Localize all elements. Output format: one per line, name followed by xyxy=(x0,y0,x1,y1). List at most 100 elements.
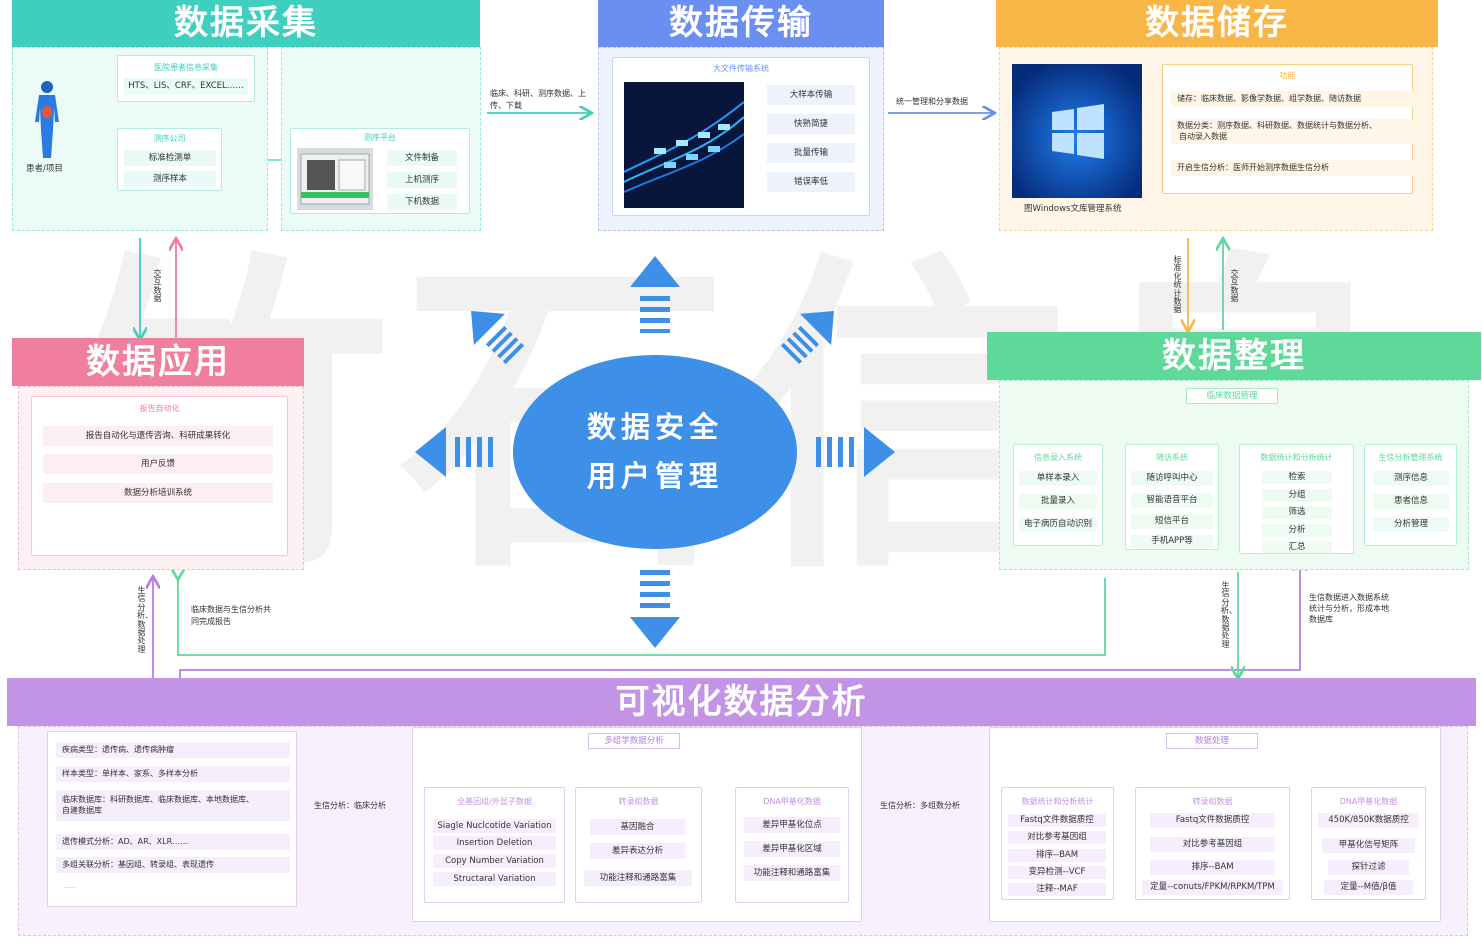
proc-col-3-item-4: 定量--M值/β值 xyxy=(1324,880,1413,895)
company-title: 测序公司 xyxy=(153,134,186,143)
storage-item-3: 自动录入数据 xyxy=(1171,131,1415,144)
org-col-3-item-2: 分组 xyxy=(1262,489,1332,502)
transfer-item-1: 大样本传输 xyxy=(767,85,855,105)
storage-item-1: 储存：临床数据、影像学数据、组学数据、随访数据 xyxy=(1171,91,1413,107)
org-col-2: 随访系统 随访呼叫中心 智能语音平台 短信平台 手机APP等 xyxy=(1125,444,1219,550)
storage-up-label: 交互数据 xyxy=(1230,269,1239,304)
org-col-3-item-1: 检索 xyxy=(1262,471,1332,484)
visual-loop-line xyxy=(178,578,1106,656)
storage-down-label: 标准化统计数据 xyxy=(1173,255,1182,315)
proc-col-2-item-2: 对比参考基因组 xyxy=(1150,837,1275,852)
org-col-3: 数据统计和分析统计 检索 分组 筛选 分析 汇总 xyxy=(1239,444,1354,554)
transfer-item-4: 错误率低 xyxy=(767,172,855,192)
org-col-2-item-2: 智能语音平台 xyxy=(1131,493,1213,508)
transfer-title: 大文件传输系统 xyxy=(713,64,769,73)
center-arrow-left xyxy=(415,427,493,477)
proc-col-1: 数据统计和分析统计 Fastq文件数据质控 对比参考基因组 排序--BAM 变异… xyxy=(1001,787,1114,900)
org-col-2-item-1: 随访呼叫中心 xyxy=(1131,471,1213,486)
org-col-2-title: 随访系统 xyxy=(1156,453,1188,462)
visual-list-4: 自建数据库 xyxy=(56,805,290,821)
visual-list-5: 遗传模式分析：AD、AR、XLR…… xyxy=(56,834,290,850)
application-item-3: 数据分析培训系统 xyxy=(43,483,273,503)
human-body-icon xyxy=(35,81,59,158)
platform-title: 测序平台 xyxy=(364,133,396,142)
org-col-4: 生信分析管理系统 测序信息 患者信息 分析管理 xyxy=(1364,444,1457,546)
company-item-2: 测序样本 xyxy=(124,171,216,187)
proc-col-2-item-3: 排序--BAM xyxy=(1150,860,1275,875)
visual-list-1: 疾病类型：遗传病、遗传病肿瘤 xyxy=(56,742,290,758)
center-arrow-upleft xyxy=(471,311,525,365)
multi-col-1-item-3: Copy Number Variation xyxy=(433,854,556,868)
storage-item-2: 数据分类：测序数据、科研数据、数据统计与数据分析、 xyxy=(1171,119,1413,132)
multi-col-1-item-2: Insertion Deletion xyxy=(433,836,556,850)
multi-title: 多组学数据分析 xyxy=(588,733,680,749)
multi-col-2-title: 转录组数据 xyxy=(618,797,659,806)
header-collect: 数据采集 xyxy=(12,0,480,47)
center-arrow-down xyxy=(630,570,680,648)
center-arrow-right xyxy=(816,427,895,477)
visual-arrow2-label: 生信分析：多组数分析 xyxy=(880,801,960,810)
org-col-1-item-3: 电子病历自动识别 xyxy=(1019,517,1097,532)
center-line-1: 数据安全 xyxy=(586,410,723,444)
org-col-3-item-4: 分析 xyxy=(1262,524,1332,537)
transfer-item-2: 快熟简捷 xyxy=(767,114,855,134)
app-left-label: 生信分析、数据处理 xyxy=(137,586,153,654)
collect-transfer-label-text: 临床、科研、测序数据、上传、下载 xyxy=(490,89,586,110)
visual-list-3: 临床数据库：科研数据库、临床数据库、本地数据库、 xyxy=(56,790,290,805)
org-col-1-title: 信息录入系统 xyxy=(1034,453,1082,462)
multi-col-3-title: DNA甲基化数据 xyxy=(763,797,821,806)
hospital-item: HTS、LIS、CRF、EXCEL…… xyxy=(124,78,248,95)
org-col-1-item-2: 批量录入 xyxy=(1019,494,1097,509)
company-box: 测序公司 标准检测单 测序样本 xyxy=(117,128,222,191)
center-arrow-upright xyxy=(780,311,834,365)
proc-col-1-item-4: 变异检测--VCF xyxy=(1008,866,1106,879)
org-col-1-item-1: 单样本录入 xyxy=(1019,471,1097,486)
organize-title: 临床数据管理 xyxy=(1186,388,1278,404)
storage-caption: 图Windows文库管理系统 xyxy=(1024,204,1122,214)
center-line-2: 用户管理 xyxy=(586,459,723,493)
center-arrow-up xyxy=(630,256,680,333)
proc-col-1-item-5: 注释--MAF xyxy=(1008,883,1106,896)
platform-item-3: 下机数据 xyxy=(387,194,457,210)
org-col-4-item-1: 测序信息 xyxy=(1373,471,1449,486)
proc-col-2-item-1: Fastq文件数据质控 xyxy=(1150,813,1275,828)
proc-col-3-item-2: 甲基化信号矩阵 xyxy=(1322,838,1415,853)
org-col-1: 信息录入系统 单样本录入 批量录入 电子病历自动识别 xyxy=(1013,444,1103,546)
collect-transfer-label: 临床、科研、测序数据、上传、下载 xyxy=(490,88,588,111)
data-stream-image xyxy=(624,82,744,208)
transfer-storage-label: 统一管理和分享数据 xyxy=(896,97,968,106)
proc-col-3: DNA甲基化数据 450K/850K数据质控 甲基化信号矩阵 探针过滤 定量--… xyxy=(1311,787,1426,900)
multi-col-1-item-1: Siagle Nuclcotide Variation xyxy=(433,819,556,833)
windows-logo-icon xyxy=(1012,64,1142,198)
proc-col-3-title: DNA甲基化数据 xyxy=(1339,797,1398,806)
hospital-box: 医院患者信息采集 HTS、LIS、CRF、EXCEL…… xyxy=(117,55,255,102)
org-col-3-item-3: 筛选 xyxy=(1262,506,1332,519)
transfer-item-3: 批量传输 xyxy=(767,143,855,163)
header-storage: 数据储存 xyxy=(996,0,1438,47)
storage-func-title: 功能 xyxy=(1279,71,1296,80)
visual-list-note: …… xyxy=(64,883,76,890)
org-right-label: 生信数据进入数据系统统计与分析，形成本地数据库 xyxy=(1309,592,1389,626)
multi-col-1: 全基因组/外显子数据 Siagle Nuclcotide Variation I… xyxy=(424,787,565,903)
header-organize: 数据整理 xyxy=(987,332,1481,380)
app-right-label: 临床数据与生信分析共同完成报告 xyxy=(191,604,273,627)
header-application: 数据应用 xyxy=(12,338,304,386)
visual-list-box: 疾病类型：遗传病、遗传病肿瘤 样本类型：单样本、家系、多样本分析 临床数据库：科… xyxy=(47,731,297,907)
multi-col-1-title: 全基因组/外显子数据 xyxy=(457,797,532,806)
proc-col-1-item-3: 排序--BAM xyxy=(1008,849,1106,862)
platform-item-2: 上机测序 xyxy=(387,172,457,188)
org-right-label-text: 生信数据进入数据系统统计与分析，形成本地数据库 xyxy=(1309,593,1389,625)
proc-col-3-item-3: 探针过滤 xyxy=(1328,860,1409,875)
proc-title: 数据处理 xyxy=(1166,733,1258,749)
patient-label: 患者/项目 xyxy=(26,164,63,174)
proc-col-2-title: 转录组数据 xyxy=(1192,797,1233,806)
org-col-2-item-3: 短信平台 xyxy=(1131,514,1213,529)
proc-col-1-item-1: Fastq文件数据质控 xyxy=(1008,814,1106,827)
platform-item-1: 文件制备 xyxy=(387,150,457,166)
multi-col-3: DNA甲基化数据 差异甲基化位点 差异甲基化区域 功能注释和通路富集 xyxy=(735,787,849,903)
header-transfer: 数据传输 xyxy=(598,0,884,47)
proc-col-3-item-1: 450K/850K数据质控 xyxy=(1318,813,1419,828)
application-title: 报告自动化 xyxy=(139,404,180,413)
proc-col-1-title: 数据统计和分析统计 xyxy=(1021,797,1094,806)
